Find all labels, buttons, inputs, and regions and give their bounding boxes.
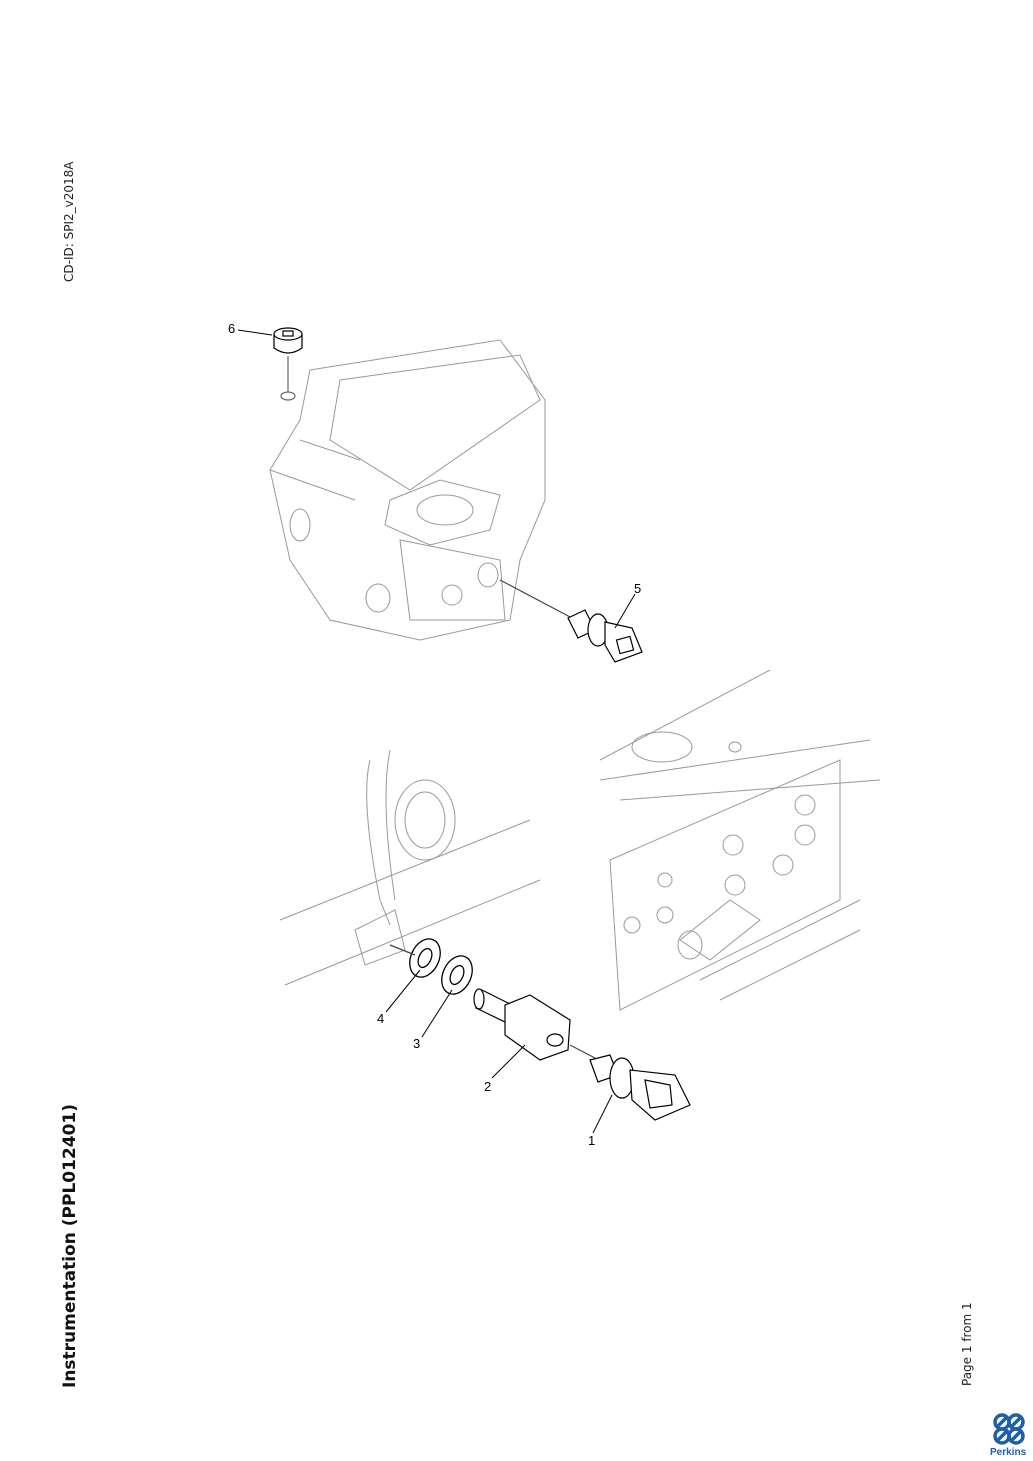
plug-part-6 bbox=[273, 327, 303, 401]
callout-3: 3 bbox=[413, 1036, 420, 1051]
washer-part-4 bbox=[389, 938, 441, 978]
lower-engine-outline bbox=[279, 669, 881, 1011]
callout-2: 2 bbox=[484, 1079, 491, 1094]
callout-leaders bbox=[237, 329, 636, 1134]
upper-engine-outline bbox=[269, 339, 546, 641]
sensor-part-5 bbox=[499, 579, 643, 663]
washer-part-3 bbox=[441, 955, 473, 995]
perkins-logo-icon bbox=[993, 1413, 1025, 1445]
sensor-part-1 bbox=[589, 1054, 691, 1121]
brand-name: Perkins bbox=[990, 1447, 1027, 1458]
adapter-part-2 bbox=[473, 988, 596, 1061]
callout-6: 6 bbox=[228, 321, 235, 336]
callout-4: 4 bbox=[377, 1011, 384, 1026]
callout-1: 1 bbox=[588, 1133, 595, 1148]
callout-5: 5 bbox=[634, 581, 641, 596]
